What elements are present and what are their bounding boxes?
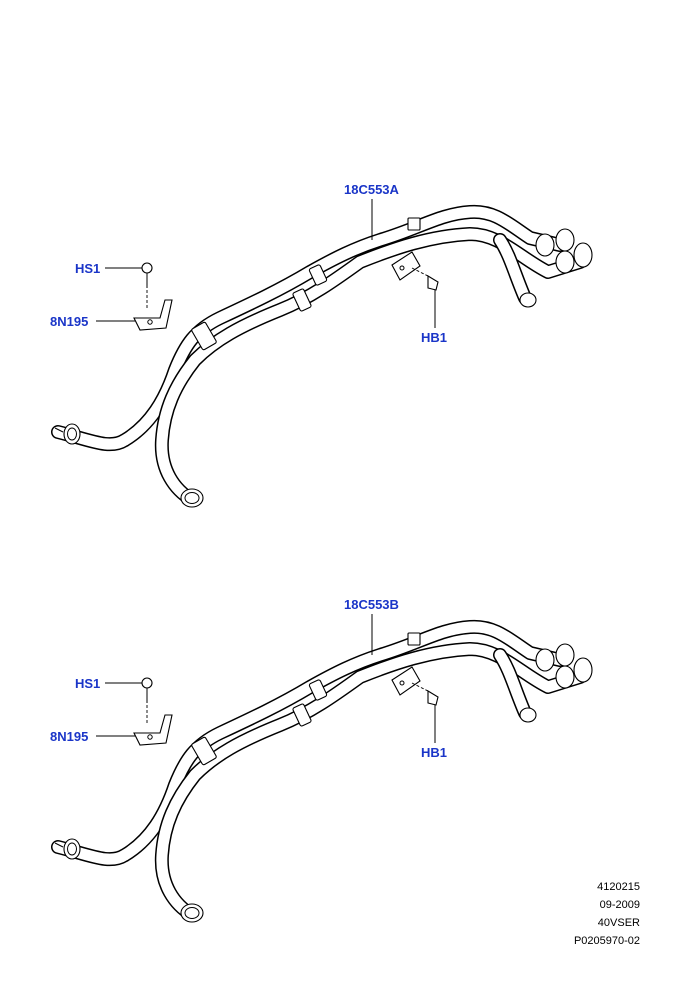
diagram-a: 18C553A HS1 8N195 HB1 xyxy=(50,182,592,507)
callout-screw-b[interactable]: HS1 xyxy=(75,676,100,691)
callout-main-a[interactable]: 18C553A xyxy=(344,182,400,197)
callout-main-b[interactable]: 18C553B xyxy=(344,597,399,612)
callout-bracket-b[interactable]: 8N195 xyxy=(50,729,88,744)
callout-bracket-a[interactable]: 8N195 xyxy=(50,314,88,329)
reference-line-4: P0205970-02 xyxy=(573,935,640,947)
reference-line-3: 40VSER xyxy=(597,917,640,929)
callout-bolt-a[interactable]: HB1 xyxy=(421,330,447,345)
reference-line-2: 09-2009 xyxy=(599,899,640,911)
hose-assembly-b[interactable] xyxy=(55,627,592,922)
hose-assembly-a[interactable] xyxy=(55,212,592,507)
reference-line-1: 4120215 xyxy=(597,881,640,893)
diagram-b: 18C553B HS1 8N195 HB1 xyxy=(50,597,592,922)
callout-screw-a[interactable]: HS1 xyxy=(75,261,100,276)
callout-bolt-b[interactable]: HB1 xyxy=(421,745,447,760)
